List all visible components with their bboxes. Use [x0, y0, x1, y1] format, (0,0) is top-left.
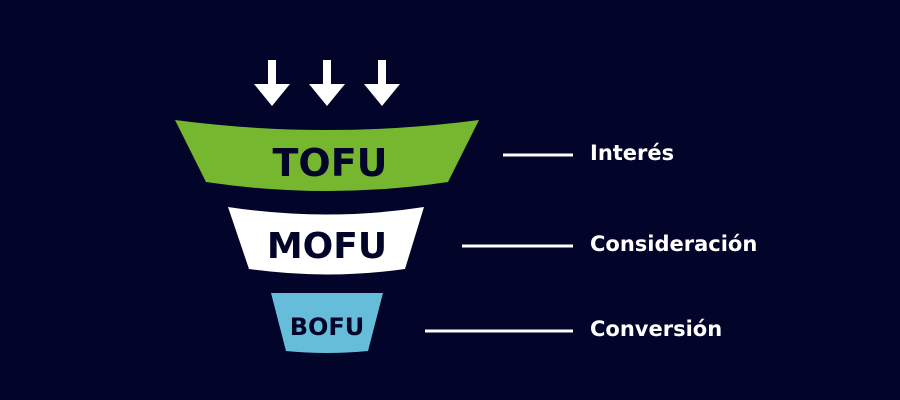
funnel-stage-tofu — [175, 120, 479, 191]
funnel-stage-bofu — [271, 293, 383, 353]
funnel-stage-mofu — [228, 207, 424, 275]
stage-label-tofu: TOFU — [272, 141, 387, 185]
arrow-down-icon — [254, 60, 290, 106]
stage-description-bofu: Conversión — [590, 317, 723, 341]
stage-label-bofu: BOFU — [290, 313, 365, 341]
arrow-down-icon — [364, 60, 400, 106]
stage-label-mofu: MOFU — [267, 226, 387, 267]
arrow-down-icon — [309, 60, 345, 106]
stage-description-mofu: Consideración — [590, 232, 758, 256]
stage-description-tofu: Interés — [590, 141, 675, 165]
